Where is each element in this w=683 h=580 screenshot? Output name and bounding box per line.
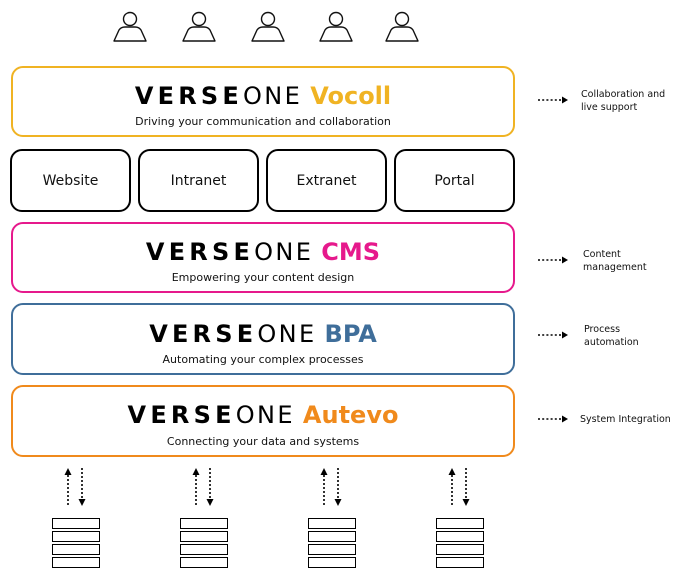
user-icon xyxy=(248,10,288,46)
product-name: BPA xyxy=(324,320,377,348)
brand-logo: VERSE ONE BPA xyxy=(13,322,513,346)
bidirectional-arrow-icon xyxy=(320,468,342,506)
product-name: Vocoll xyxy=(310,82,392,110)
brand-verse: VERSE xyxy=(149,320,258,348)
layer-cms: VERSE ONE CMS Empowering your content de… xyxy=(11,222,515,293)
layer-tagline: Connecting your data and systems xyxy=(166,435,360,448)
brand-verse: VERSE xyxy=(127,401,236,429)
brand-one: ONE xyxy=(243,82,303,110)
user-icon xyxy=(110,10,150,46)
brand-one: ONE xyxy=(235,401,295,429)
layer-autevo: VERSE ONE Autevo Connecting your data an… xyxy=(11,385,515,457)
layer-vocoll: VERSE ONE Vocoll Driving your communicat… xyxy=(11,66,515,137)
dotted-arrow-right-icon xyxy=(538,96,568,104)
side-label-integration: System Integration xyxy=(580,414,671,425)
side-label-process: Process automation xyxy=(584,324,639,348)
brand-verse: VERSE xyxy=(134,82,243,110)
layer-tagline: Automating your complex processes xyxy=(162,353,364,366)
layer-bpa: VERSE ONE BPA Automating your complex pr… xyxy=(11,303,515,375)
layer-tagline: Empowering your content design xyxy=(171,271,355,284)
bidirectional-arrow-icon xyxy=(448,468,470,506)
database-icon xyxy=(308,518,356,570)
channel-website: Website xyxy=(10,149,131,212)
dotted-arrow-right-icon xyxy=(538,256,568,264)
brand-logo: VERSE ONE CMS xyxy=(13,240,513,264)
channel-portal: Portal xyxy=(394,149,515,212)
dotted-arrow-right-icon xyxy=(538,415,568,423)
user-icon xyxy=(382,10,422,46)
bidirectional-arrow-icon xyxy=(192,468,214,506)
bidirectional-arrow-icon xyxy=(64,468,86,506)
layer-tagline: Driving your communication and collabora… xyxy=(135,115,391,128)
brand-one: ONE xyxy=(254,238,314,266)
product-name: CMS xyxy=(321,238,381,266)
side-label-collaboration: Collaboration and live support xyxy=(581,89,666,113)
database-icon xyxy=(180,518,228,570)
brand-logo: VERSE ONE Autevo xyxy=(13,403,513,427)
dotted-arrow-right-icon xyxy=(538,331,568,339)
user-icon xyxy=(179,10,219,46)
user-icon xyxy=(316,10,356,46)
brand-logo: VERSE ONE Vocoll xyxy=(13,84,513,108)
side-label-content: Content management xyxy=(583,249,647,273)
brand-verse: VERSE xyxy=(145,238,255,266)
brand-one: ONE xyxy=(257,320,317,348)
database-icon xyxy=(52,518,100,570)
channel-extranet: Extranet xyxy=(266,149,387,212)
product-name: Autevo xyxy=(302,401,399,429)
database-icon xyxy=(436,518,484,570)
channel-intranet: Intranet xyxy=(138,149,259,212)
